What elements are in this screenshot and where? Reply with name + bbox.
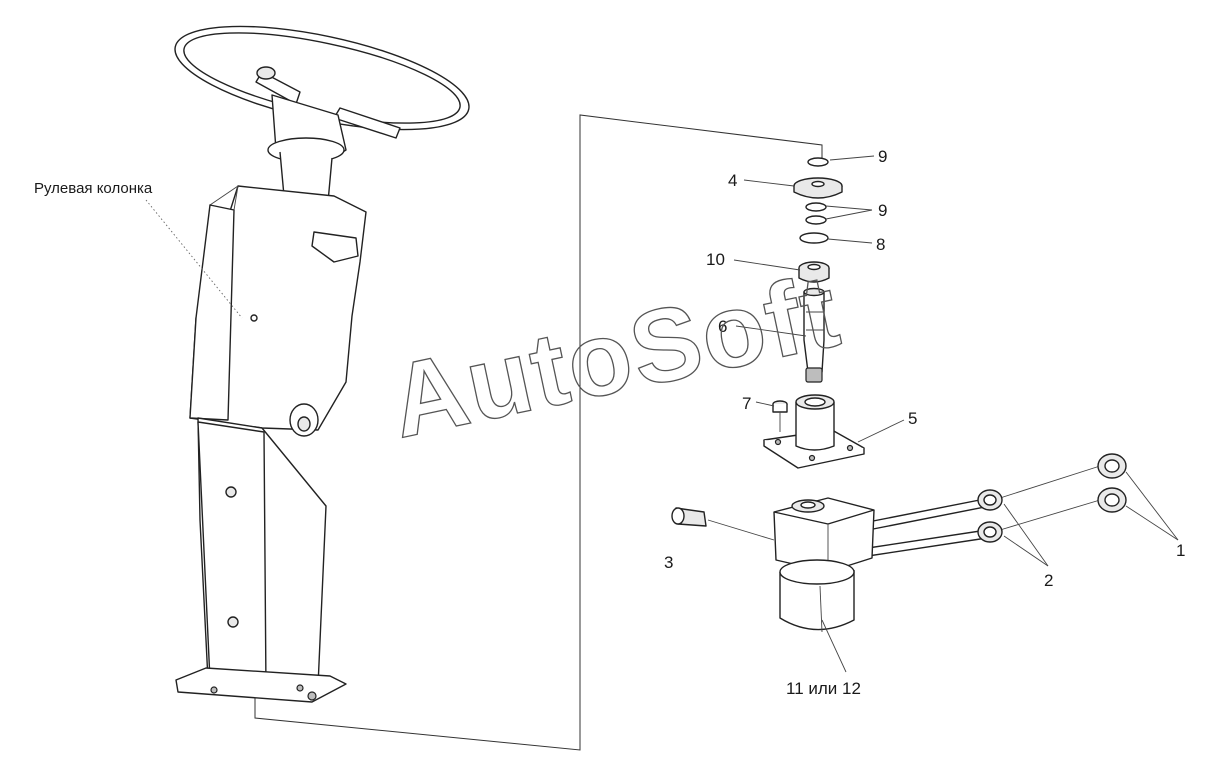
part-9-ring-top	[807, 157, 829, 167]
callout-11-or-12: 11 или 12	[786, 679, 861, 698]
callout-4: 4	[728, 171, 737, 190]
lower-column-front	[197, 421, 267, 691]
callout-5: 5	[908, 409, 917, 428]
lower-screw-top	[225, 486, 237, 498]
column-housing-face	[189, 204, 235, 421]
part-9-ring	[805, 202, 827, 212]
callout-2: 2	[1044, 571, 1053, 590]
base-plate	[175, 667, 347, 703]
callout-9: 9	[878, 201, 887, 220]
callout-7: 7	[742, 394, 751, 413]
callout-3: 3	[664, 553, 673, 572]
steering-column	[174, 25, 470, 703]
part-4-cup	[793, 177, 843, 199]
lower-screw-bottom	[227, 616, 239, 628]
part-8-circlip	[799, 232, 829, 244]
part-9-ring	[805, 215, 827, 225]
part-1-fittings	[1097, 453, 1127, 513]
callout-1: 1	[1176, 541, 1185, 560]
part-11-12-pump	[773, 497, 875, 633]
base-bolt	[210, 686, 218, 694]
housing-screw	[250, 314, 258, 322]
base-bolt	[296, 684, 304, 692]
part-6-shaft	[803, 287, 825, 383]
wheel-nut	[256, 66, 276, 80]
watermark: AutoSoft	[381, 252, 850, 460]
part-7-bolt	[772, 400, 788, 432]
callout-9-top: 9	[878, 147, 887, 166]
part-2-fittings	[977, 489, 1003, 543]
part-3-fitting	[671, 507, 707, 527]
assembly-label: Рулевая колонка	[34, 180, 153, 197]
pivot-knob-inner	[297, 416, 311, 432]
part-5-flange-housing	[763, 394, 865, 469]
base-bolt	[307, 691, 317, 701]
callout-6: 6	[718, 317, 727, 336]
hydraulic-lines	[867, 465, 1101, 557]
leader-assembly	[145, 199, 243, 319]
callout-10: 10	[706, 250, 725, 269]
tilt-lever	[311, 231, 359, 263]
assembly-frame-line	[254, 114, 823, 751]
callout-8: 8	[876, 235, 885, 254]
part-10-bearing	[798, 261, 830, 283]
